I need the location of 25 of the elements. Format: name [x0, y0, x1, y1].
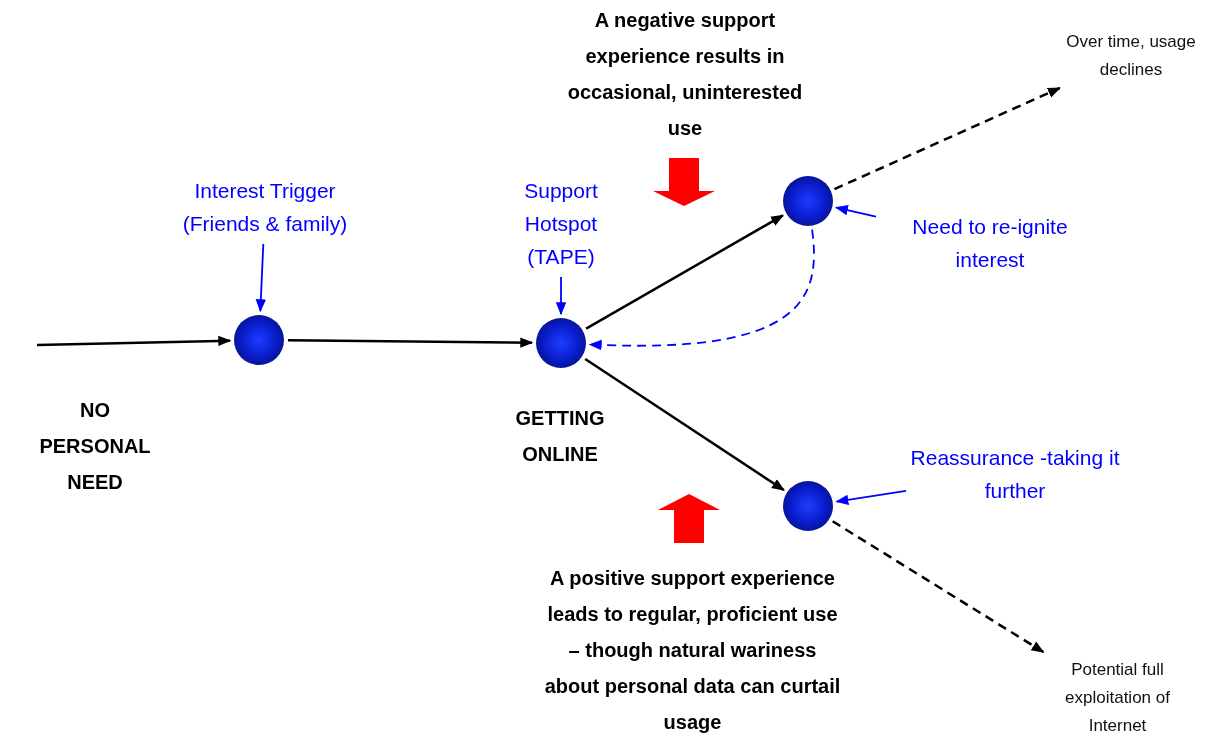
arrow [36, 335, 232, 347]
arrow [832, 520, 1045, 654]
note-text: NO PERSONAL NEED [38, 398, 152, 495]
leader-arrow [255, 243, 267, 313]
stage-label: GETTING ONLINE [514, 406, 606, 467]
node-text: Potential full exploitation of Internet [1035, 656, 1200, 740]
arrow [288, 337, 534, 348]
leader-arrow [555, 276, 567, 316]
leader-arrow [835, 489, 907, 505]
node-text: Over time, usage declines [1058, 28, 1204, 84]
node-text: Reassurance -taking it further [910, 441, 1120, 507]
arrow [833, 86, 1061, 191]
node-circle [536, 318, 586, 368]
arrow [584, 357, 785, 492]
node-circle [234, 315, 284, 365]
leader-arrow [835, 205, 877, 218]
arrow [588, 228, 815, 350]
node-text: Interest Trigger (Friends & family) [160, 174, 370, 240]
node-text: Support Hotspot (TAPE) [505, 174, 617, 273]
note-text: A positive support experience leads to regular, proficient use – though natural wariness about personal data can curtail usage [543, 566, 842, 735]
node-text: Need to re-ignite interest [880, 210, 1100, 276]
arrow [585, 214, 784, 330]
note-text: A negative support experience results in occasional, uninterested use [566, 8, 804, 141]
node-circle [783, 176, 833, 226]
node-circle [783, 481, 833, 531]
